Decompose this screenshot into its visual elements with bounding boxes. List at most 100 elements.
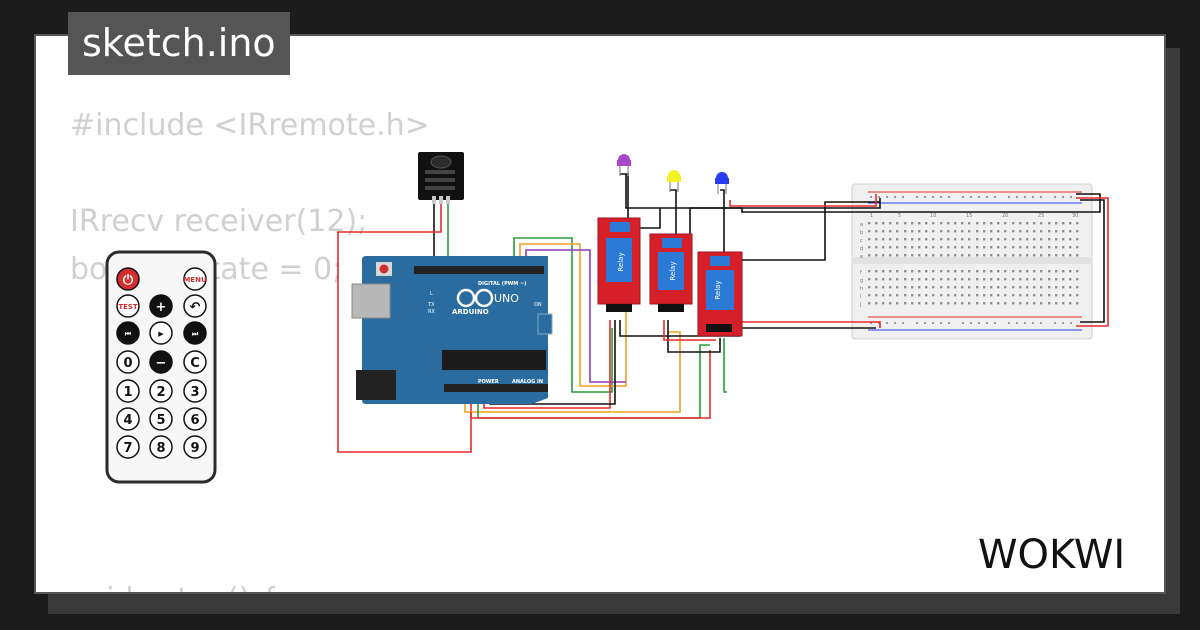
remote-button-label: 2: [156, 385, 165, 400]
remote-button-label: ⏮: [125, 330, 132, 338]
wire-led2-leg: [670, 189, 677, 244]
rx-label: RX: [428, 309, 435, 315]
remote-button-1[interactable]: 1: [116, 379, 140, 403]
bb-col-label-15: 15: [966, 213, 972, 219]
code-line-1: #include <IRremote.h>: [70, 108, 430, 143]
remote-button-power[interactable]: ⏻: [116, 267, 140, 291]
ir-receiver[interactable]: [418, 152, 464, 204]
led-blue[interactable]: [715, 172, 729, 194]
wire-led3-leg: [720, 189, 725, 260]
remote-button-7[interactable]: 7: [116, 435, 140, 459]
remote-button-c[interactable]: C: [183, 350, 207, 374]
remote-button-label: TEST: [118, 303, 138, 311]
remote-button-8[interactable]: 8: [149, 435, 173, 459]
led-yellow[interactable]: [667, 170, 681, 192]
remote-button-label: ▶: [158, 330, 164, 338]
arduino-model: UNO: [494, 292, 519, 305]
relay-3-label: Relay: [714, 280, 722, 299]
relay-module-1[interactable]: Relay: [597, 217, 641, 312]
bb-row-label-i: i: [860, 294, 861, 300]
remote-button-label: −: [156, 356, 167, 371]
wire-led-rail: [729, 194, 877, 207]
remote-button-2[interactable]: 2: [149, 379, 173, 403]
remote-button-menu[interactable]: MENU: [183, 267, 207, 291]
wire-rail-loop-black: [1080, 199, 1105, 323]
wire-relay3-com: [735, 201, 880, 261]
remote-button-back[interactable]: ↶: [183, 294, 207, 318]
relay-2-label: Relay: [669, 261, 677, 280]
remote-button-3[interactable]: 3: [183, 379, 207, 403]
digital-label: DIGITAL (PWM ~): [478, 281, 526, 287]
remote-button-0[interactable]: 0: [116, 350, 140, 374]
bb-row-label-c: c: [860, 238, 863, 244]
wire-relay3-rail: [740, 321, 881, 328]
arduino-logo-right: [474, 288, 494, 308]
remote-button-prev[interactable]: ⏮: [116, 321, 140, 345]
remote-button-9[interactable]: 9: [183, 435, 207, 459]
icsp-header: [537, 313, 553, 335]
wire-relay3-vcc: [470, 350, 711, 419]
remote-button-label: MENU: [183, 276, 207, 284]
remote-button-next[interactable]: ⏭: [183, 321, 207, 345]
relay-module-2[interactable]: Relay: [649, 233, 693, 312]
wire-rail-loop-red: [1076, 197, 1109, 327]
bb-col-label-25: 25: [1038, 213, 1044, 219]
code-line-2: IRrecv receiver(12);: [70, 204, 368, 239]
power-label: POWER: [478, 379, 499, 385]
bb-row-label-h: h: [860, 286, 863, 292]
wire-ir-vcc: [337, 200, 472, 453]
remote-button-label: C: [190, 356, 200, 371]
bb-row-label-b: b: [860, 230, 863, 236]
relay-1-label: Relay: [617, 252, 625, 271]
remote-button-label: 4: [123, 413, 132, 428]
bb-col-label-30: 30: [1072, 213, 1078, 219]
bb-row-label-f: f: [860, 270, 862, 276]
remote-button-label: 1: [123, 385, 132, 400]
bb-row-label-g: g: [860, 278, 863, 284]
remote-button-label: 5: [156, 413, 165, 428]
wire-relay2-vcc: [663, 320, 716, 341]
bb-col-label-20: 20: [1002, 213, 1008, 219]
power-jack: [356, 370, 396, 400]
wire-relay2-in: [464, 331, 681, 413]
reset-button[interactable]: [379, 264, 389, 274]
on-label: ON: [534, 302, 542, 308]
remote-button-label: 6: [190, 413, 199, 428]
led-purple[interactable]: [617, 154, 631, 176]
remote-button-label: ⏭: [192, 330, 199, 338]
wire-relay2-gnd: [667, 320, 721, 353]
breadboard: 1 5 10 15 20 25 30 a b c d e f g h i j: [851, 183, 1093, 340]
file-tab[interactable]: sketch.ino: [68, 12, 290, 75]
wire-led-common: [625, 174, 881, 209]
remote-button-label: 3: [190, 385, 199, 400]
remote-button-label: ⏻: [123, 273, 134, 288]
remote-button-label: ↶: [190, 300, 201, 315]
relay-module-3[interactable]: Relay: [697, 251, 743, 337]
bb-row-label-e: e: [860, 254, 863, 260]
digital-header: [414, 266, 544, 274]
usb-port: [351, 283, 391, 319]
arduino-uno[interactable]: UNO ARDUINO DIGITAL (PWM ~) POWER ANALOG…: [351, 256, 553, 404]
bb-row-label-d: d: [860, 246, 863, 252]
wire-green-short: [723, 338, 727, 393]
power-analog-header: [444, 384, 548, 392]
remote-button-6[interactable]: 6: [183, 407, 207, 431]
remote-button-+[interactable]: +: [149, 294, 173, 318]
tx-label: TX: [427, 302, 435, 308]
remote-button-5[interactable]: 5: [149, 407, 173, 431]
analog-label: ANALOG IN: [512, 379, 543, 385]
code-line-4: void setup() {: [70, 582, 279, 592]
remote-button-4[interactable]: 4: [116, 407, 140, 431]
wire-led1: [519, 243, 627, 387]
remote-button-play[interactable]: ▶: [149, 321, 173, 345]
bb-col-label-1: 1: [870, 213, 873, 219]
remote-button-label: 0: [123, 356, 132, 371]
remote-button-test[interactable]: TEST: [116, 294, 140, 318]
wokwi-logo-text: WOKWI: [978, 532, 1125, 578]
bb-row-label-j: j: [859, 302, 861, 308]
remote-button--[interactable]: −: [149, 350, 173, 374]
arduino-brand: ARDUINO: [452, 308, 489, 316]
arduino-logo-left: [456, 288, 476, 308]
